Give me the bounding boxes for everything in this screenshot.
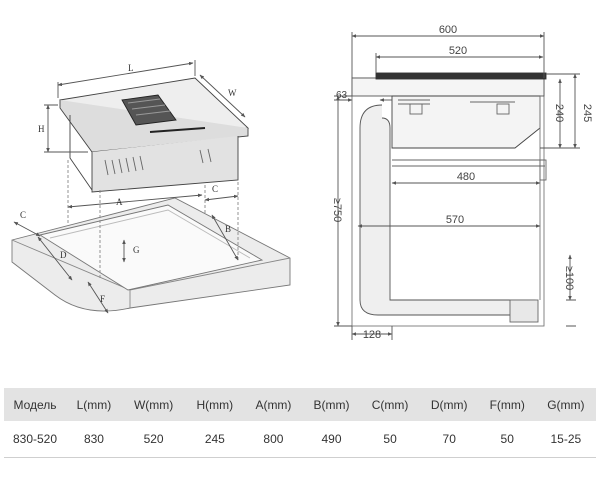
dim-570: 570 [446,214,464,226]
label-C-top: C [212,184,218,194]
col-header-l: L(mm) [76,397,112,412]
dim-240: 240 [553,104,565,122]
dim-100: ≥100 [563,266,575,290]
col-header-g: G(mm) [547,397,585,412]
cell-c: 50 [360,421,420,458]
col-header-c: C(mm) [371,397,409,412]
table-header-row: Модель L(mm) W(mm) H(mm) A(mm) B(mm) C(m… [4,388,596,421]
label-G: G [133,245,140,255]
col-header-a: A(mm) [255,397,292,412]
cell-b: 490 [302,421,361,458]
label-L: L [128,63,134,73]
col-header-model: Модель [13,397,57,412]
cell-h: 245 [185,421,245,458]
side-dimension-lines [334,32,580,340]
side-worktop [351,77,545,97]
isometric-view: L W H A C B C D F G [11,60,291,314]
col-header-d: D(mm) [430,397,468,412]
specification-table: Модель L(mm) W(mm) H(mm) A(mm) B(mm) C(m… [4,388,596,458]
label-B: B [225,224,231,234]
dim-480: 480 [457,171,475,183]
cell-d: 70 [419,421,479,458]
dim-128: 128 [363,329,381,341]
label-C-left: C [20,210,26,220]
worktop-cutout [38,204,264,291]
label-F: F [100,294,105,304]
technical-drawing: L W H A C B C D F G [11,24,593,341]
dim-520: 520 [449,45,467,57]
dim-600: 600 [439,24,457,36]
side-duct [359,104,536,316]
side-section-view: 600 520 480 570 63 128 ≥750 240 245 ≥100 [331,24,593,341]
label-H: H [38,124,45,134]
side-appliance-box [391,95,541,149]
cell-f: 50 [478,421,536,458]
label-W: W [228,88,237,98]
cell-g: 15-25 [535,421,596,458]
cell-w: 520 [121,421,186,458]
dim-750: ≥750 [331,198,343,222]
label-D: D [60,250,67,260]
col-header-h: H(mm) [196,397,234,412]
iso-dimension-lines [13,60,246,314]
label-A: A [116,197,123,207]
cell-a: 800 [244,421,303,458]
col-header-f: F(mm) [489,397,525,412]
col-header-b: B(mm) [313,397,350,412]
table-row: 830-520 830 520 245 800 490 50 70 50 15-… [4,421,596,458]
dim-245: 245 [581,104,593,122]
cell-l: 830 [66,421,122,458]
dim-63: 63 [336,90,348,101]
worktop [11,197,291,312]
hob-appliance [59,77,250,193]
col-header-w: W(mm) [133,397,174,412]
cell-model: 830-520 [4,421,66,458]
